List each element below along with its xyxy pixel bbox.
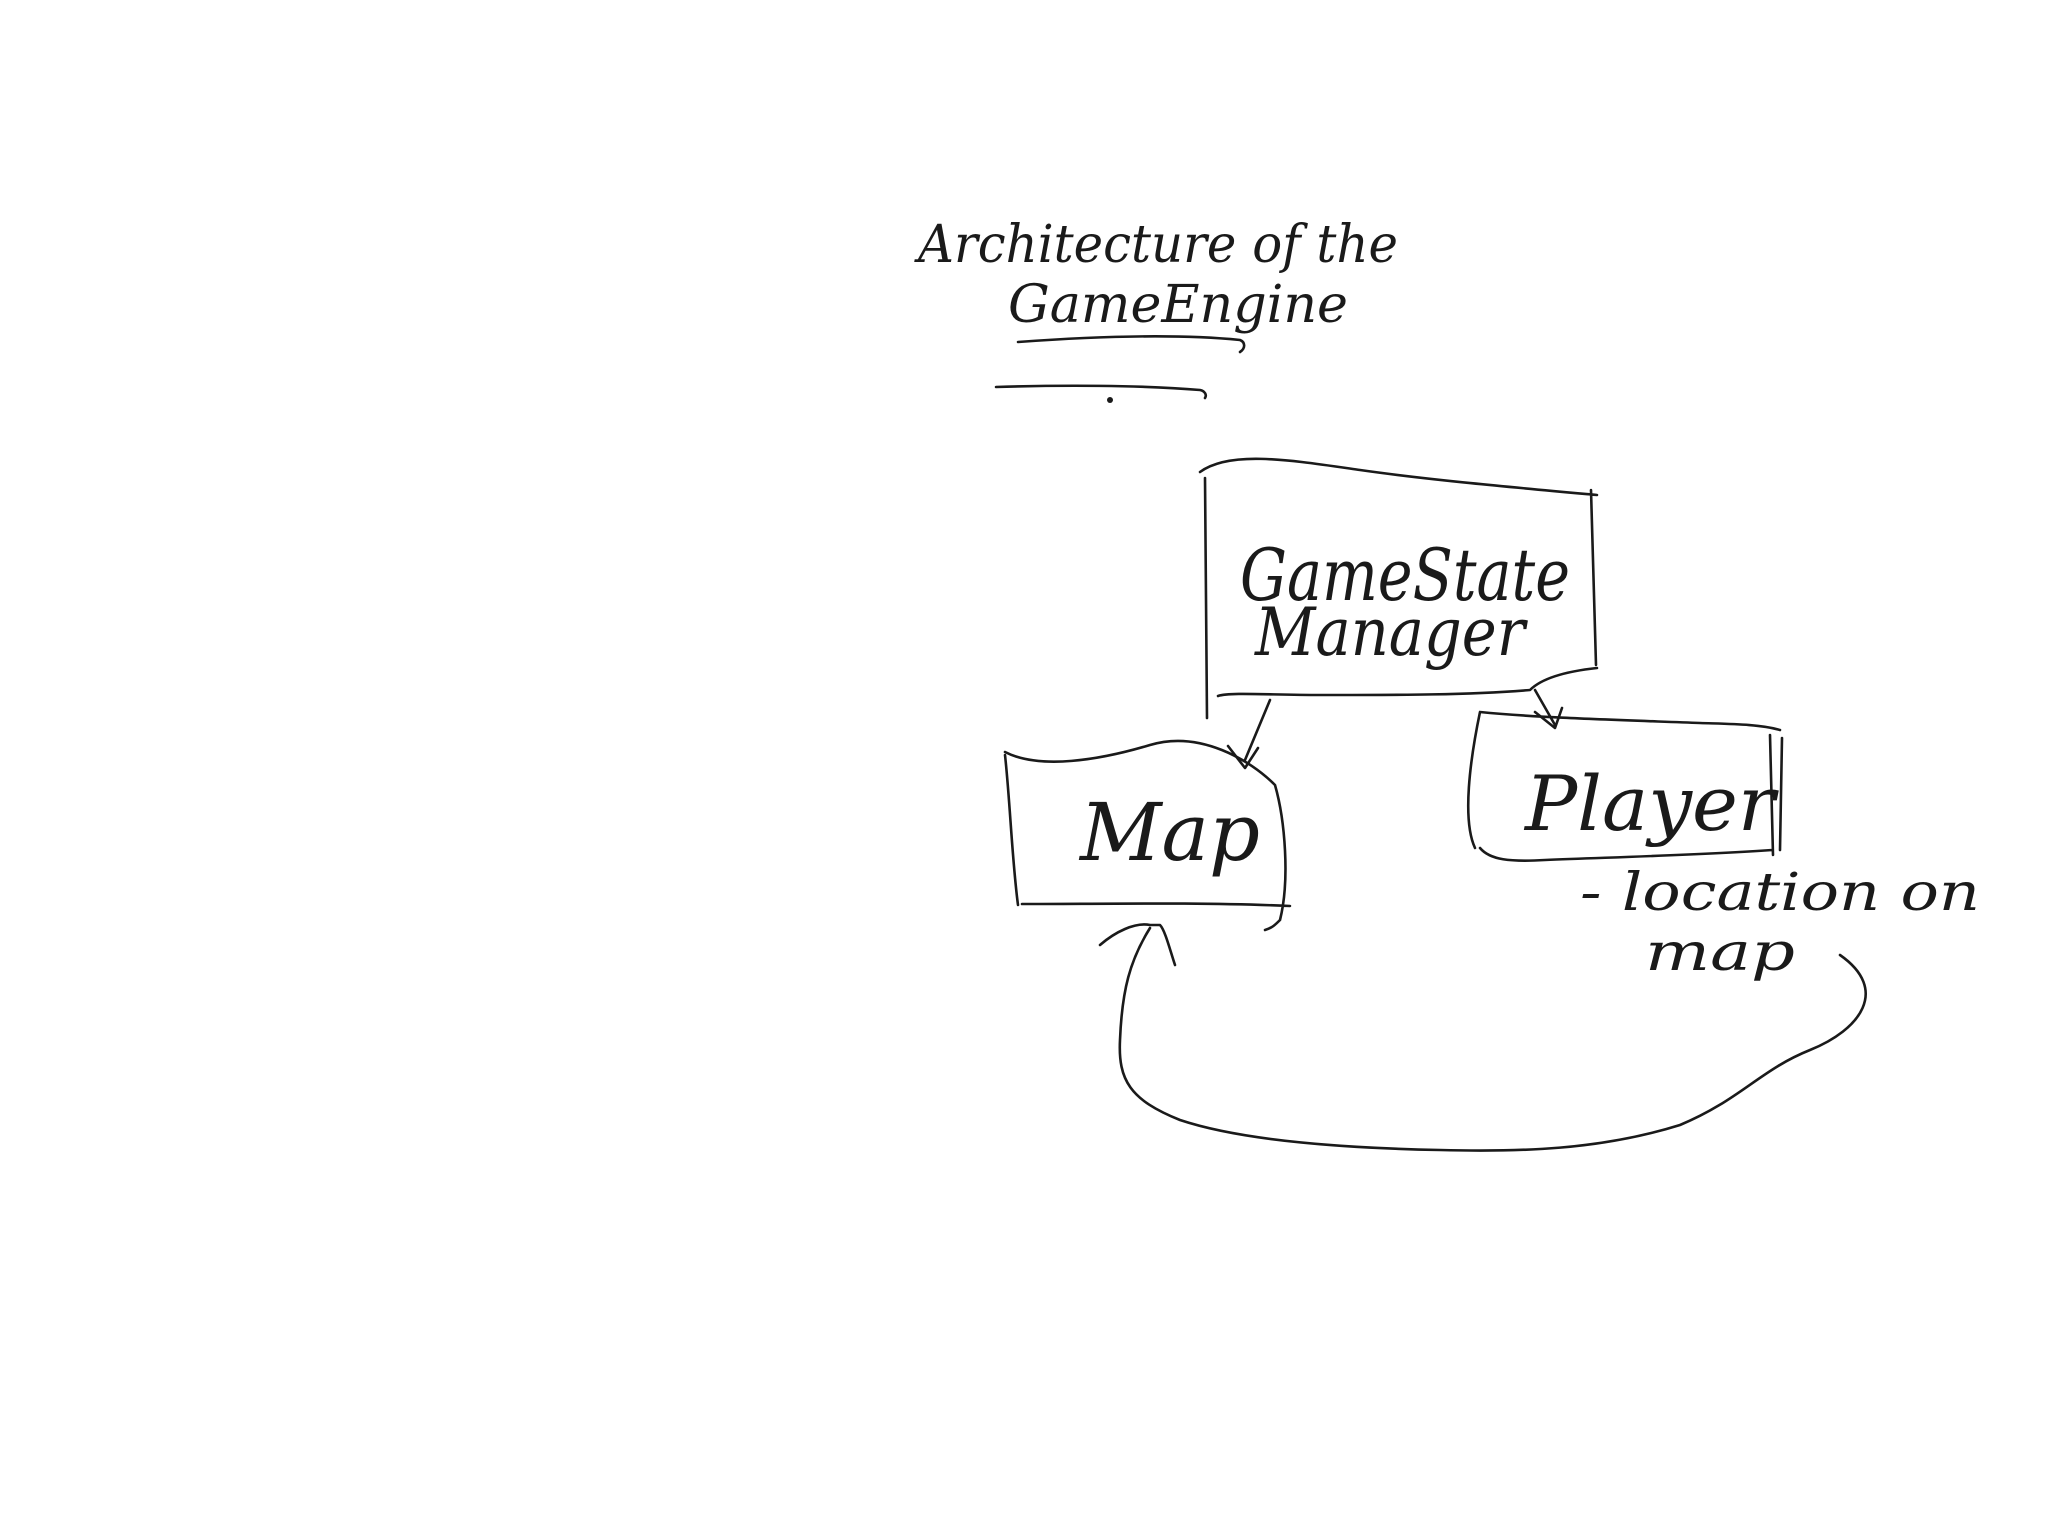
- player-note-line-1: - location on: [1580, 863, 1980, 923]
- arrow-player-to-map: [1118, 926, 1867, 1152]
- title-underline-1: [1016, 335, 1246, 354]
- arrow-manager-to-player: [1533, 688, 1564, 730]
- arrow-manager-to-map: [1226, 698, 1272, 770]
- map-label: Map: [1078, 786, 1260, 879]
- state-manager-box: [1198, 457, 1599, 720]
- state-manager-label-line-1: GameState: [1240, 533, 1570, 617]
- title-line-1: Architecture of the: [914, 215, 1398, 275]
- player-box: [1466, 710, 1784, 862]
- state-manager-label-line-2: Manager: [1254, 594, 1528, 671]
- title-dot: [1107, 397, 1113, 403]
- player-label: Player: [1523, 759, 1780, 848]
- title-line-2: GameEngine: [1008, 275, 1348, 335]
- map-box: [1003, 739, 1292, 932]
- title-underline-2: [994, 384, 1208, 400]
- arrow-player-to-map-head: [1098, 923, 1177, 967]
- player-note-line-2: map: [1645, 923, 1795, 983]
